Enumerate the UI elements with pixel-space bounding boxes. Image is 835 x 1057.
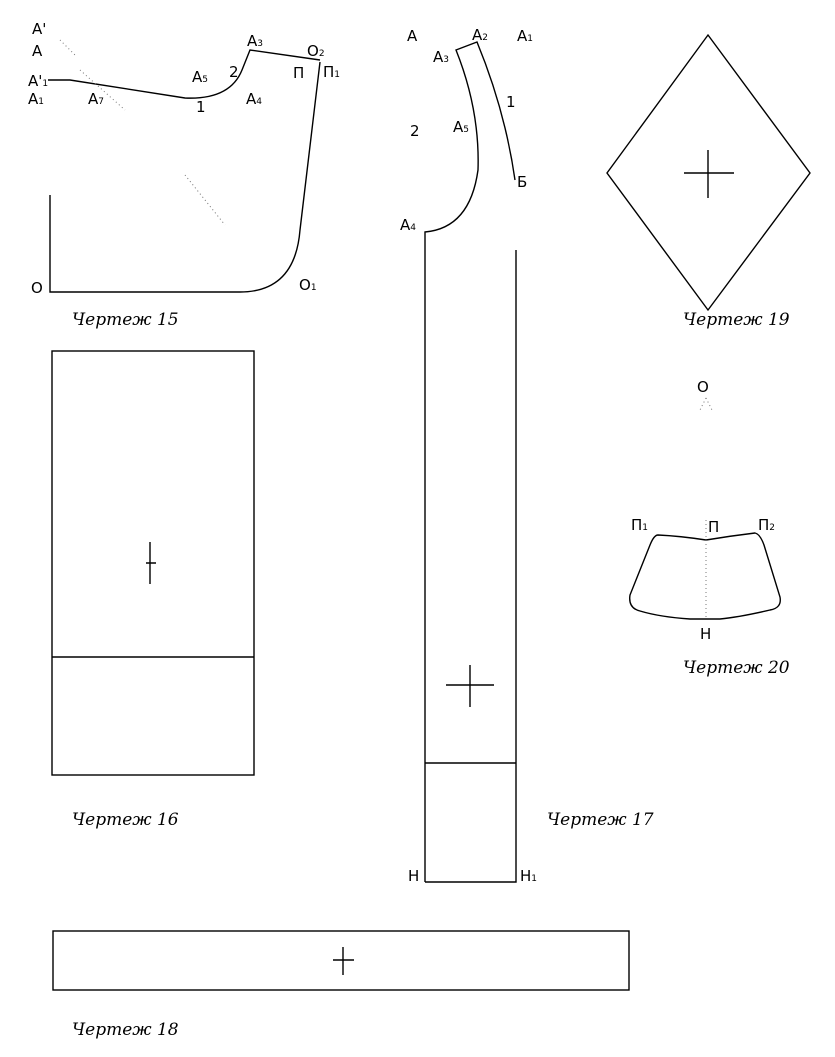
d15-neck-curve xyxy=(48,49,321,99)
d15-label-A: A xyxy=(32,42,43,60)
drawing-15: A' A A'1 A1 A7 A5 2 1 A3 O2 П П1 A4 O O1… xyxy=(28,20,340,330)
d15-label-A-prime: A' xyxy=(32,20,46,38)
d17-mark-1: 1 xyxy=(506,93,516,111)
d16-caption: Чертеж 16 xyxy=(72,810,179,830)
d17-label-H: Н xyxy=(408,867,419,885)
d18-caption: Чертеж 18 xyxy=(72,1020,179,1040)
d20-label-O: O xyxy=(697,378,709,396)
d17-right-side xyxy=(425,250,517,883)
d15-caption: Чертеж 15 xyxy=(72,310,179,330)
d17-label-B: Б xyxy=(517,173,527,191)
d17-grain-cross xyxy=(446,665,494,707)
d15-label-A1-prime: A'1 xyxy=(28,72,48,90)
drawing-17: A A2 A1 A3 A5 1 2 Б A4 Н Н1 Чертеж 17 xyxy=(400,26,654,885)
d15-label-A3: A3 xyxy=(247,32,263,50)
d17-label-A4: A4 xyxy=(400,216,416,234)
d17-label-A5: A5 xyxy=(453,118,469,136)
d15-label-A7: A7 xyxy=(88,90,104,108)
d20-label-P1: П1 xyxy=(631,516,648,534)
d15-mark-1: 1 xyxy=(196,98,206,116)
d20-caption: Чертеж 20 xyxy=(683,658,790,678)
d17-mark-2: 2 xyxy=(410,122,420,140)
d15-outline-left xyxy=(49,61,321,293)
d17-outline xyxy=(424,41,516,882)
d18-grain-cross xyxy=(333,947,354,975)
d17-label-A1: A1 xyxy=(517,27,533,45)
d19-grain-cross xyxy=(684,150,734,198)
drawing-20: O П1 П П2 Н Чертеж 20 xyxy=(629,378,790,678)
d20-label-P: П xyxy=(708,518,719,536)
d20-outline xyxy=(629,532,781,620)
d16-rectangle xyxy=(51,350,255,776)
d20-construction-lines xyxy=(699,397,713,411)
d16-grain-cross xyxy=(146,542,156,584)
d18-rectangle xyxy=(52,930,630,991)
drawing-18: Чертеж 18 xyxy=(52,930,630,1040)
d17-label-H1: Н1 xyxy=(520,867,537,885)
drawing-16: Чертеж 16 xyxy=(51,350,255,830)
d17-caption: Чертеж 17 xyxy=(547,810,654,830)
d15-label-A5: A5 xyxy=(192,68,208,86)
d19-caption: Чертеж 19 xyxy=(683,310,790,330)
d20-label-H: Н xyxy=(700,625,711,643)
d20-label-P2: П2 xyxy=(758,516,775,534)
d17-label-A: A xyxy=(407,27,418,45)
drawing-19: Чертеж 19 xyxy=(606,33,811,330)
d15-label-O2: O2 xyxy=(307,42,325,60)
d15-label-O1: O1 xyxy=(299,276,317,294)
d19-diamond xyxy=(606,33,811,312)
d17-label-A2: A2 xyxy=(472,26,488,44)
d15-mark-2: 2 xyxy=(229,63,239,81)
d15-label-A4: A4 xyxy=(246,90,262,108)
d15-label-O: O xyxy=(31,279,43,297)
d17-label-A3: A3 xyxy=(433,48,449,66)
d15-label-P1: П1 xyxy=(323,63,340,81)
d15-label-P: П xyxy=(293,64,304,82)
d15-label-A1: A1 xyxy=(28,90,44,108)
d15-construction-line xyxy=(59,39,226,226)
